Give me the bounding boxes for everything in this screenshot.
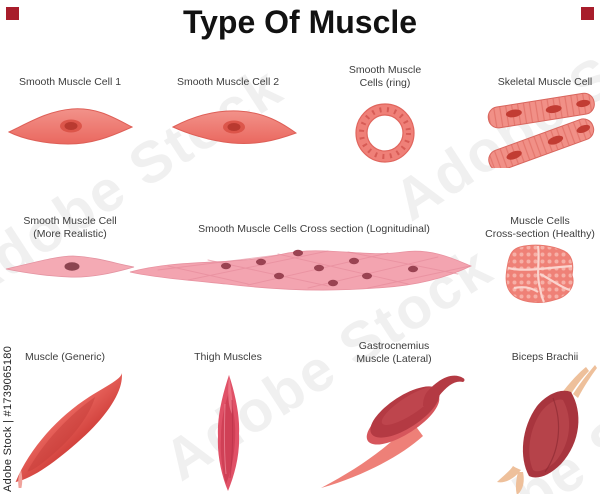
skeletal-muscle-cell-illustration xyxy=(487,92,595,168)
label-line: Cross-section (Healthy) xyxy=(485,228,595,240)
label-line: Smooth Muscle Cell xyxy=(23,215,117,227)
label-gastrocnemius-muscle-lateral: Gastrocnemius Muscle (Lateral) xyxy=(334,340,454,366)
watermark-corner-square-left xyxy=(6,7,19,20)
label-line: (More Realistic) xyxy=(33,228,107,240)
label-line: Smooth Muscle xyxy=(348,64,422,76)
label-line: Skeletal Muscle Cell xyxy=(497,76,593,88)
smooth-muscle-cell-more-realistic-illustration xyxy=(5,255,135,278)
label-line: Muscle (Lateral) xyxy=(356,353,432,365)
label-line: Smooth Muscle Cells Cross section (Logni… xyxy=(198,223,430,235)
smooth-muscle-cell-1-illustration xyxy=(8,108,133,145)
label-line: Biceps Brachii xyxy=(511,351,579,363)
label-biceps-brachii: Biceps Brachii xyxy=(475,351,600,364)
label-smooth-muscle-cell-more-realistic: Smooth Muscle Cell (More Realistic) xyxy=(7,215,133,241)
page-title: Type Of Muscle xyxy=(182,4,418,40)
label-smooth-muscle-cell-1: Smooth Muscle Cell 1 xyxy=(0,76,140,89)
label-line: Muscle Cells xyxy=(510,215,570,227)
label-skeletal-muscle-cell: Skeletal Muscle Cell xyxy=(475,76,600,89)
label-line: Cells (ring) xyxy=(359,77,411,89)
label-line: Gastrocnemius xyxy=(358,340,430,352)
label-smooth-muscle-cells-cross-section: Smooth Muscle Cells Cross section (Logni… xyxy=(149,223,479,236)
label-line: Thigh Muscles xyxy=(194,351,262,363)
adobe-stock-id-watermark: Adobe Stock | #1739065180 xyxy=(2,345,14,492)
smooth-muscle-cells-ring-illustration xyxy=(355,103,415,163)
muscle-cells-cross-section-healthy-illustration xyxy=(505,244,574,303)
label-smooth-muscle-cell-2: Smooth Muscle Cell 2 xyxy=(158,76,298,89)
thigh-muscles-illustration xyxy=(217,375,240,491)
label-thigh-muscles: Thigh Muscles xyxy=(158,351,298,364)
gastrocnemius-muscle-illustration xyxy=(321,375,465,488)
label-line: Muscle (Generic) xyxy=(25,351,105,363)
label-smooth-muscle-cells-ring: Smooth Muscle Cells (ring) xyxy=(330,64,440,90)
watermark-corner-square-right xyxy=(581,7,594,20)
label-muscle-generic: Muscle (Generic) xyxy=(0,351,130,364)
smooth-muscle-cell-2-illustration xyxy=(172,110,297,144)
label-line: Smooth Muscle Cell 2 xyxy=(176,76,280,88)
smooth-muscle-cells-cross-section-illustration xyxy=(129,249,472,291)
label-muscle-cells-cross-section-healthy: Muscle Cells Cross-section (Healthy) xyxy=(468,215,600,241)
biceps-brachii-illustration xyxy=(497,365,597,494)
label-line: Smooth Muscle Cell 1 xyxy=(18,76,122,88)
muscle-generic-illustration xyxy=(15,372,122,488)
